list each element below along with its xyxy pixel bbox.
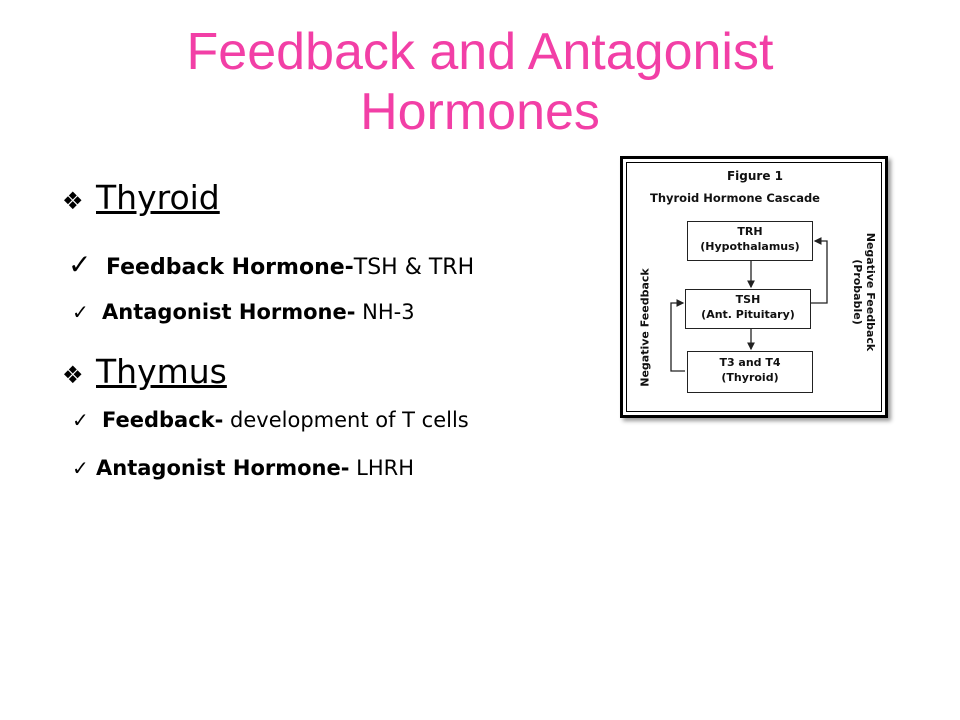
figure-label: Figure 1: [726, 169, 784, 183]
list-item: ✓ Antagonist Hormone- LHRH: [72, 456, 414, 480]
arrow-right-feedback: [810, 237, 828, 304]
item-bold: Feedback Hormone-: [106, 255, 354, 280]
figure-arrows: [670, 237, 828, 372]
list-item: ✓ Feedback Hormone-TSH & TRH: [68, 248, 474, 281]
diamond-bullet-icon: ❖: [62, 361, 84, 389]
item-text: NH-3: [355, 300, 415, 324]
title-line-1: Feedback and Antagonist: [186, 23, 774, 81]
box-tsh: TSH (Ant. Pituitary): [685, 289, 811, 329]
right-feedback-label: Negative Feedback (Probable): [851, 232, 877, 352]
figure-thyroid-cascade: Figure 1 Thyroid Hormone Cascade TRH (H: [620, 156, 888, 418]
list-item: ✓ Feedback- development of T cells: [72, 408, 469, 432]
section-heading-thyroid: ❖ Thyroid: [62, 178, 220, 217]
title-line-2: Hormones: [360, 83, 600, 141]
checkmark-icon: ✓: [68, 248, 92, 281]
item-text: development of T cells: [223, 408, 469, 432]
item-bold: Feedback-: [102, 408, 224, 432]
checkmark-icon: ✓: [72, 408, 89, 432]
item-text: TSH & TRH: [353, 255, 475, 280]
diamond-bullet-icon: ❖: [62, 187, 84, 215]
box-trh: TRH (Hypothalamus): [687, 221, 813, 261]
heading-text: Thyroid: [96, 178, 220, 217]
item-text: LHRH: [349, 456, 415, 480]
slide-title: Feedback and Antagonist Hormones: [0, 22, 960, 142]
box-t3-t4: T3 and T4 (Thyroid): [687, 351, 813, 393]
figure-frame: Figure 1 Thyroid Hormone Cascade TRH (H: [626, 162, 882, 412]
checkmark-icon: ✓: [72, 456, 89, 480]
list-item: ✓ Antagonist Hormone- NH-3: [72, 300, 415, 324]
checkmark-icon: ✓: [72, 300, 89, 324]
item-bold: Antagonist Hormone-: [96, 456, 350, 480]
left-feedback-label: Negative Feedback: [638, 268, 652, 387]
heading-text: Thymus: [96, 352, 227, 391]
section-heading-thymus: ❖ Thymus: [62, 352, 227, 391]
arrow-left-feedback: [670, 299, 685, 372]
item-bold: Antagonist Hormone-: [102, 300, 356, 324]
figure-caption: Thyroid Hormone Cascade: [649, 191, 820, 205]
